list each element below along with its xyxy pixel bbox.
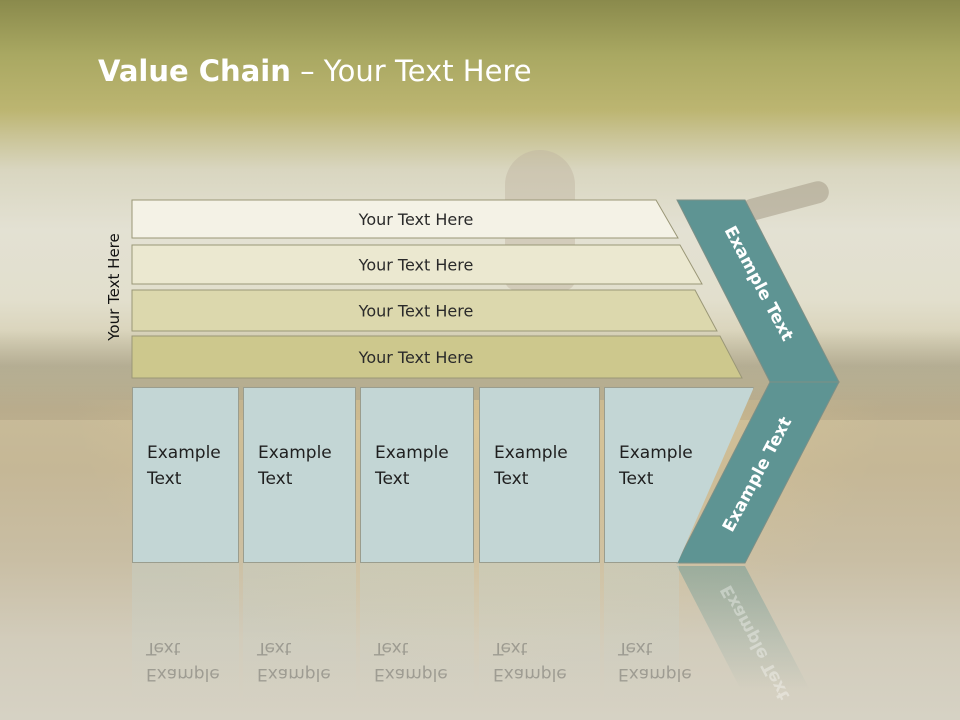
band-3 [131, 289, 718, 332]
band-3-label: Your Text Here [358, 302, 474, 321]
band-4 [131, 335, 743, 379]
title-bold: Value Chain [98, 54, 291, 88]
activity-box-line2: Text [258, 469, 293, 489]
band-1-label: Your Text Here [358, 210, 474, 229]
activity-box-line1: Example [375, 443, 449, 463]
title-bar: Value Chain – Your Text Here [0, 0, 960, 140]
activity-box-line1: Example [147, 443, 221, 463]
band-1 [131, 199, 679, 239]
activity-box-line1: Example [619, 443, 693, 463]
chevron-reflection [677, 566, 810, 690]
activity-box-line1: Example [258, 443, 332, 463]
band-4-label: Your Text Here [358, 348, 474, 367]
activity-box-line2: Text [619, 469, 654, 489]
band-2 [131, 244, 703, 285]
chevron-lower [676, 381, 840, 564]
activity-box-line2: Text [375, 469, 410, 489]
slide-title: Value Chain – Your Text Here [98, 54, 532, 88]
activity-box-line2: Text [494, 469, 529, 489]
activity-box-line1: Example [494, 443, 568, 463]
title-rest: – Your Text Here [290, 54, 532, 88]
activity-box-line2: Text [147, 469, 182, 489]
band-2-label: Your Text Here [358, 256, 474, 275]
